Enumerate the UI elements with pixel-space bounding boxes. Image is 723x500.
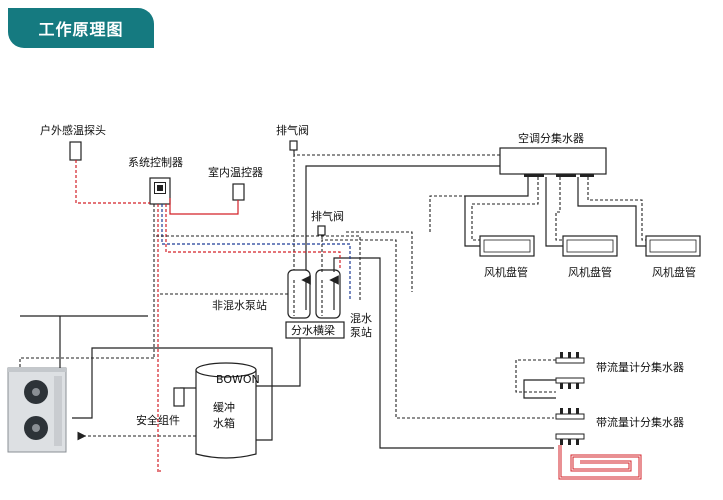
floor-return-pipe — [321, 239, 554, 419]
coil1-return — [471, 177, 539, 241]
controller-wire-2 — [165, 204, 341, 270]
exhaust-valve-mid-label: 排气阀 — [311, 209, 344, 223]
exhaust-valve-top-label: 排气阀 — [276, 123, 309, 137]
ac-return-pipe — [293, 150, 500, 272]
title-badge: 工作原理图 — [8, 8, 154, 48]
exhaust-valve-top — [289, 140, 298, 151]
flow-manifold-1-label: 带流量计分集水器 — [596, 360, 684, 374]
flow-manifold-2-label: 带流量计分集水器 — [596, 415, 684, 429]
heat-pump-control-wire — [19, 357, 154, 368]
buffer-tank-label-line1: 缓冲 — [213, 400, 235, 414]
heat-pump-supply — [72, 347, 273, 441]
fan-coil-3-label: 风机盘管 — [652, 265, 696, 279]
outdoor-sensor — [69, 141, 82, 161]
fan-coil-2-label: 风机盘管 — [568, 265, 612, 279]
buffer-tank-label-line2: 水箱 — [213, 416, 235, 430]
outdoor-sensor-wire — [75, 160, 150, 204]
outdoor-sensor-label: 户外感温探头 — [40, 123, 106, 137]
coil3-return — [587, 177, 646, 241]
system-controller-label: 系统控制器 — [128, 155, 183, 169]
non-mixing-pump-label: 非混水泵站 — [212, 298, 267, 312]
fan-coil-1-label: 风机盘管 — [484, 265, 528, 279]
non-mixing-pump-station — [287, 269, 311, 319]
tank-brand: BOWON — [216, 373, 260, 386]
tank-to-beam-supply — [256, 338, 301, 387]
coil2-supply — [545, 177, 563, 247]
mixing-pump-label-line2: 泵站 — [350, 325, 372, 339]
mixing-pump-label-line1: 混水 — [350, 312, 372, 325]
controller-signal-wire — [161, 204, 351, 300]
ac-return-branch — [346, 231, 413, 292]
exhaust-valve-mid — [317, 225, 326, 236]
mixing-pump-station — [315, 269, 341, 319]
manifold1-loop — [515, 359, 556, 393]
coil2-return — [555, 177, 563, 241]
safety-group — [173, 387, 185, 407]
buffer-tank — [195, 362, 257, 459]
system-controller — [149, 177, 171, 205]
indoor-thermostat — [232, 183, 245, 201]
flow-manifold-2 — [555, 408, 585, 445]
ac-supply-pipe — [305, 165, 500, 272]
distribution-beam-label: 分水横梁 — [291, 323, 335, 337]
indoor-thermostat-label: 室内温控器 — [208, 165, 263, 179]
ac-manifold — [499, 147, 607, 175]
floor-supply-pipe — [333, 257, 554, 449]
coil3-supply — [577, 177, 646, 247]
ac-manifold-label: 空调分集水器 — [518, 131, 584, 145]
fan-coil-3 — [645, 235, 701, 257]
flow-manifold-1 — [555, 352, 585, 389]
heat-pump-unit — [7, 367, 67, 453]
distribution-beam — [285, 321, 345, 339]
fan-coil-2 — [562, 235, 618, 257]
fan-coil-1 — [479, 235, 535, 257]
thermostat-wire — [169, 198, 239, 215]
